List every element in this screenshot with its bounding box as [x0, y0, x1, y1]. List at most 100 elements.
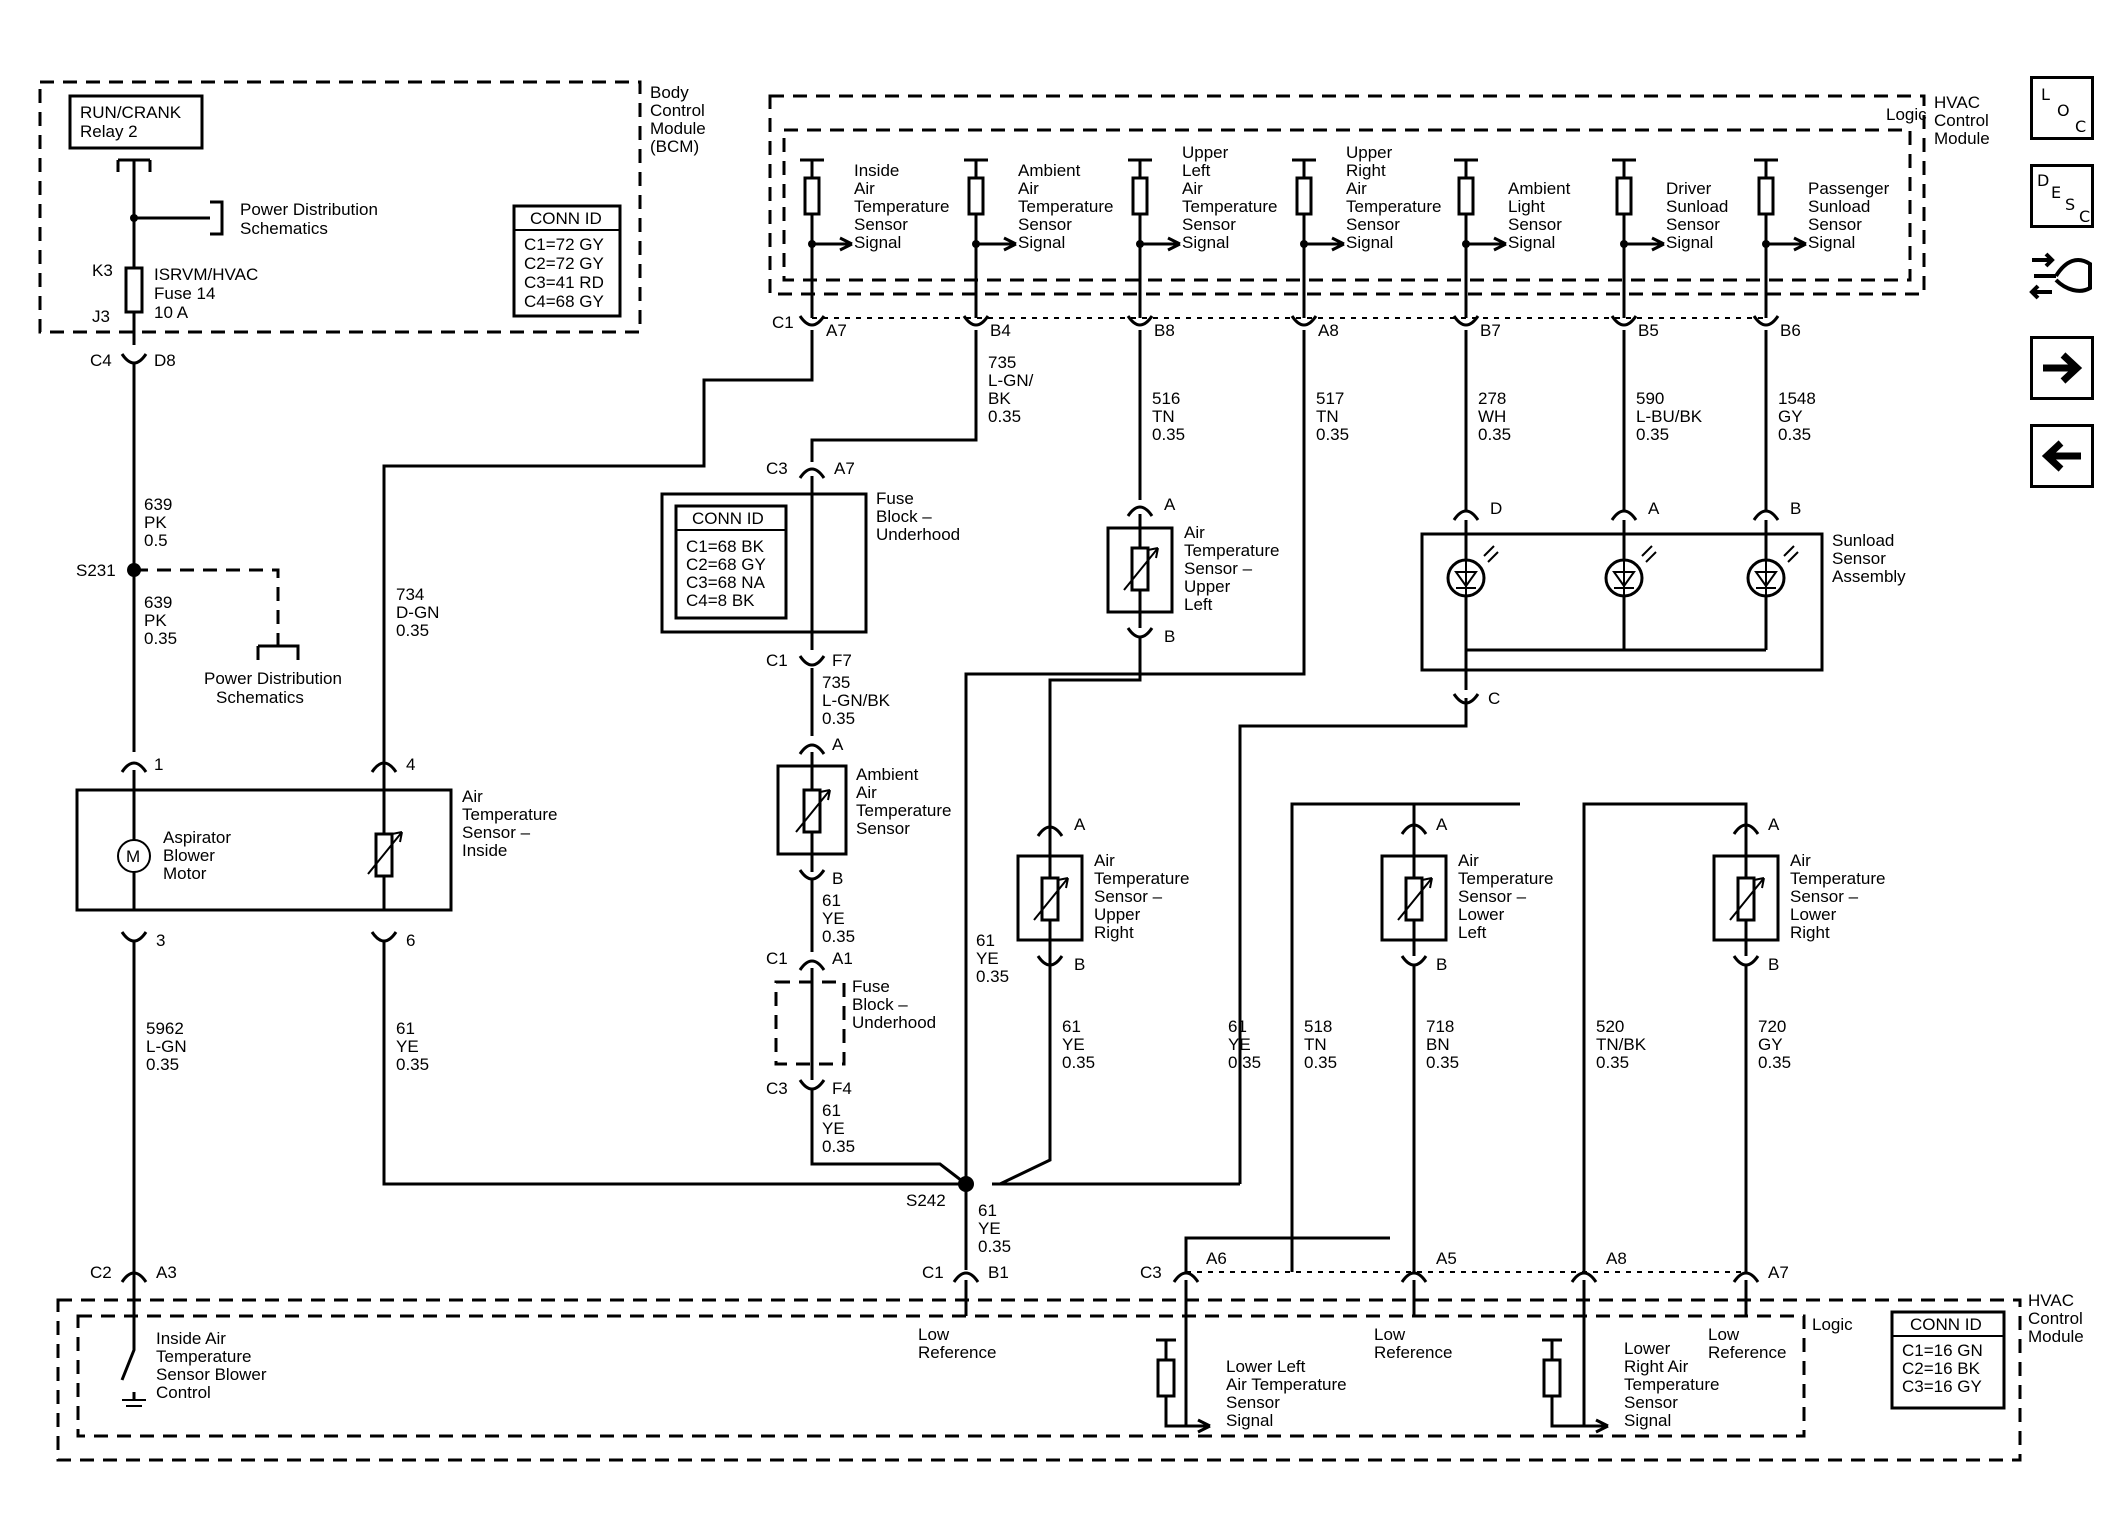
hvac-pin: A7 [826, 321, 847, 340]
loc-letter-c: C [2075, 117, 2087, 136]
svg-text:C1: C1 [766, 651, 788, 670]
svg-text:B: B [1164, 627, 1175, 646]
svg-text:A: A [832, 735, 844, 754]
svg-text:A7: A7 [1768, 1263, 1789, 1282]
svg-text:A5: A5 [1436, 1249, 1457, 1268]
svg-text:B: B [1790, 499, 1801, 518]
arrow-right-button[interactable] [2030, 336, 2094, 400]
svg-text:A7: A7 [834, 459, 855, 478]
svg-text:B: B [1074, 955, 1085, 974]
svg-text:B: B [832, 869, 843, 888]
wiring-harness-icon[interactable] [2026, 240, 2098, 312]
svg-text:C1: C1 [766, 949, 788, 968]
svg-text:A: A [1436, 815, 1448, 834]
splice-s231: S231 [76, 561, 116, 580]
photodiode-icon [1446, 520, 1499, 650]
svg-text:S242: S242 [906, 1191, 946, 1210]
fuse-pin-k3: K3 [92, 261, 113, 280]
svg-text:A6: A6 [1206, 1249, 1227, 1268]
motor-icon: M [126, 847, 140, 866]
hvac-pin: B5 [1638, 321, 1659, 340]
bcm-pin-d8: D8 [154, 351, 176, 370]
loc-letter-l: L [2041, 85, 2050, 104]
hvac-top-conn-c1: C1 [772, 313, 794, 332]
hvac-pin: B7 [1480, 321, 1501, 340]
desc-letter-c2: C [2079, 207, 2091, 226]
desc-button[interactable]: D E S C [2030, 164, 2094, 228]
svg-text:4: 4 [406, 755, 415, 774]
bcm-conn-c4: C4 [90, 351, 112, 370]
svg-text:F7: F7 [832, 651, 852, 670]
fuse-block-connid-title: CONN ID [692, 509, 764, 528]
svg-text:A: A [1074, 815, 1086, 834]
bcm-connid-title: CONN ID [530, 209, 602, 228]
svg-text:C3: C3 [1140, 1263, 1162, 1282]
loc-button[interactable]: L O C [2030, 76, 2094, 140]
hvac-pin: B6 [1780, 321, 1801, 340]
hvac-pin: B4 [990, 321, 1011, 340]
photodiode-icon [1604, 520, 1657, 650]
svg-text:A: A [1768, 815, 1780, 834]
fuse-pin-j3: J3 [92, 307, 110, 326]
svg-text:B: B [1436, 955, 1447, 974]
svg-text:C1: C1 [922, 1263, 944, 1282]
arrow-left-button[interactable] [2030, 424, 2094, 488]
svg-text:A8: A8 [1606, 1249, 1627, 1268]
